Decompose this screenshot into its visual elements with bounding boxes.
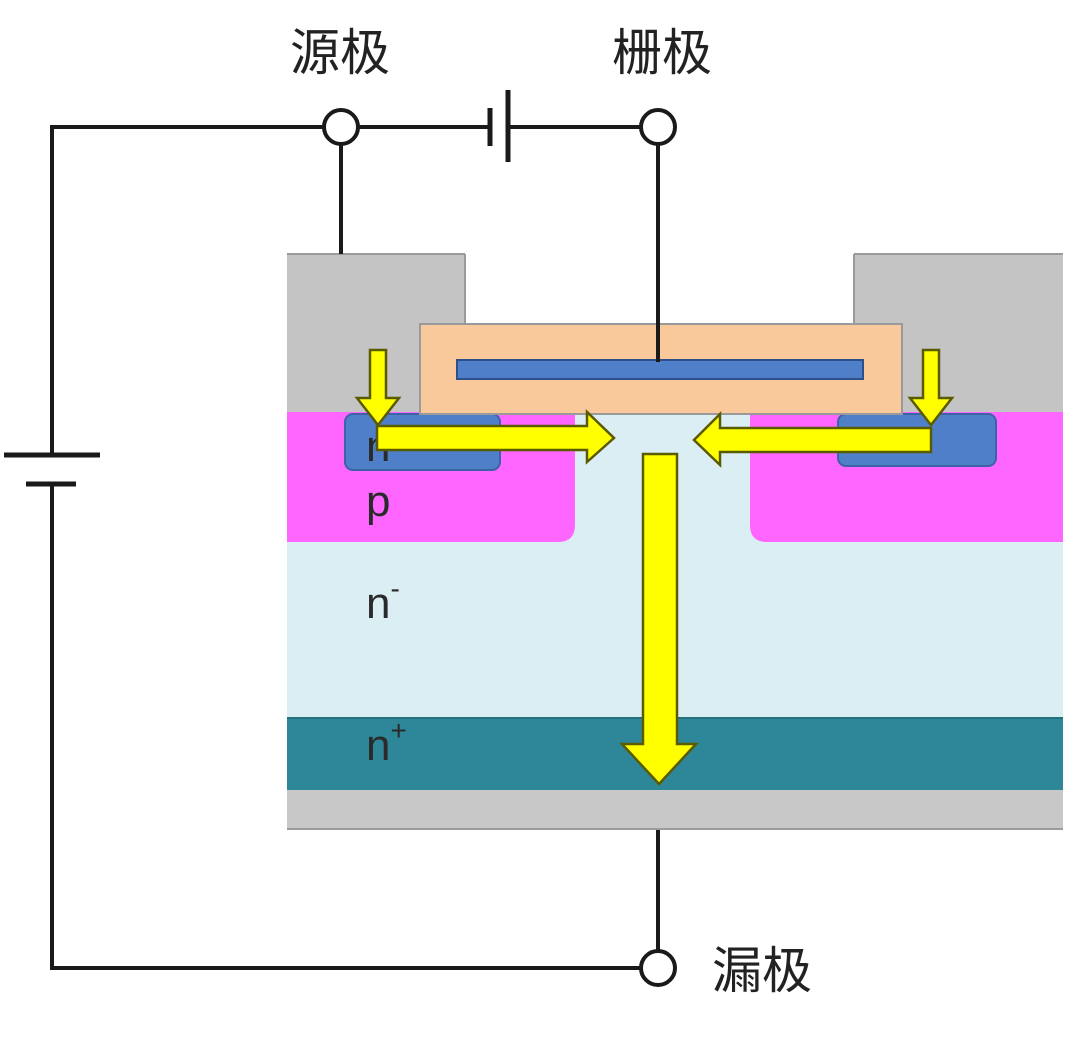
electron-flow-right-icon <box>375 409 616 465</box>
gate-label: 栅极 <box>612 24 712 82</box>
wire-source-to-drain <box>50 125 640 970</box>
electron-flow-down-right-icon <box>907 348 955 428</box>
terminal-labels: 源极 栅极 漏极 <box>290 24 812 1000</box>
external-circuit <box>4 90 677 987</box>
n-plus-substrate-label: n+ <box>366 715 407 770</box>
electron-flow-arrows <box>354 348 955 786</box>
device-cross-section <box>287 253 1063 830</box>
electron-flow-vertical-icon <box>619 452 699 786</box>
gate-terminal <box>639 108 677 146</box>
electron-flow-down-left-icon <box>354 348 402 428</box>
n-minus-label: n- <box>366 573 400 628</box>
p-body-label: p <box>366 477 390 526</box>
drain-label: 漏极 <box>712 942 812 1000</box>
electron-flow-left-icon <box>692 410 933 468</box>
drain-terminal <box>639 949 677 987</box>
drain-metal <box>287 790 1063 830</box>
source-terminal <box>322 108 360 146</box>
source-label: 源极 <box>290 24 390 82</box>
gate-electrode <box>456 359 864 380</box>
